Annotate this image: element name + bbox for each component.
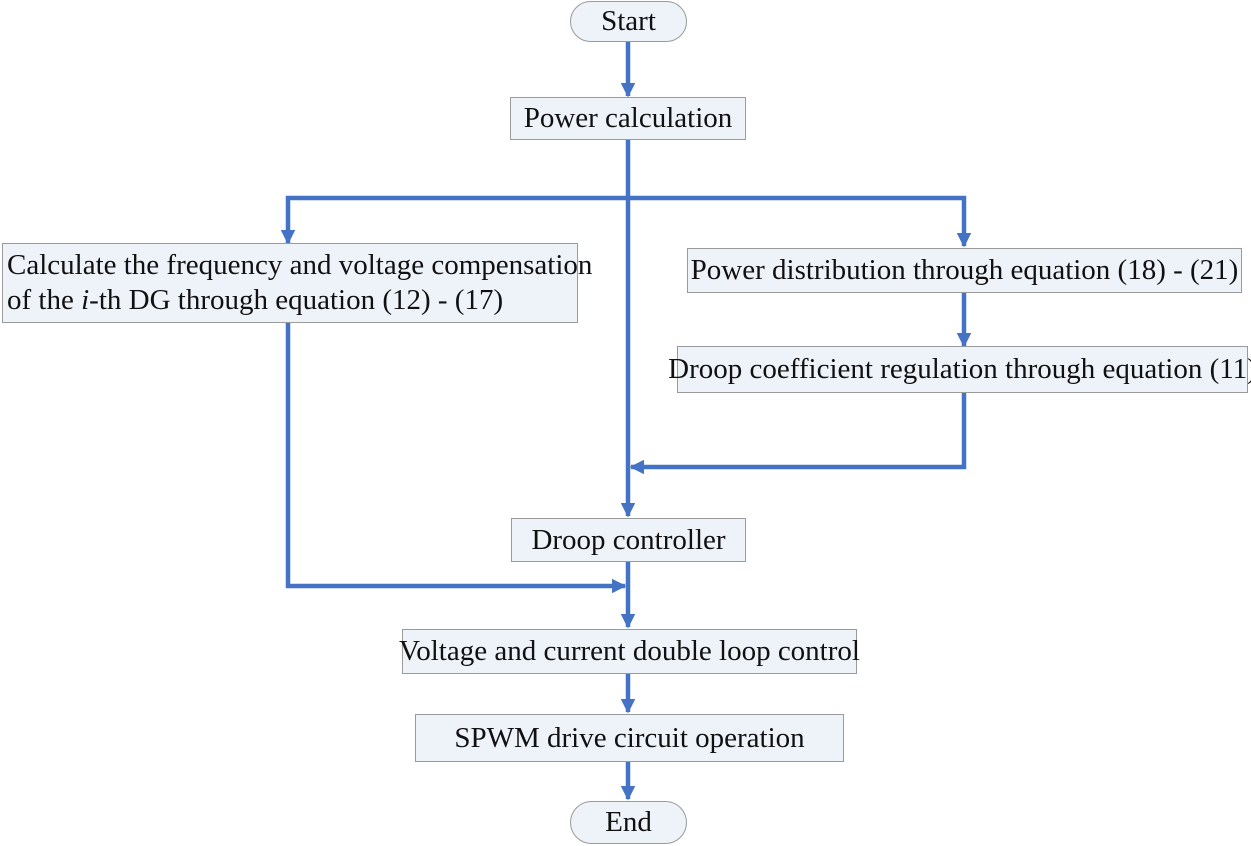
compensation-line-2: of the i-th DG through equation (12) - (… [7,283,503,318]
arrow-branch-to-power-distribution [628,195,972,248]
spwm-drive-box: SPWM drive circuit operation [415,714,844,762]
arrow-branch-to-compensation [280,195,628,245]
power-calculation-box: Power calculation [510,97,746,140]
droop-controller-box: Droop controller [511,518,746,562]
arrow-compensation-to-merge [285,323,627,594]
droop-regulation-box: Droop coefficient regulation through equ… [668,346,1251,393]
power-distribution-box: Power distribution through equation (18)… [687,248,1242,293]
compensation-box: Calculate the frequency and voltage comp… [2,243,592,323]
double-loop-control-box: Voltage and current double loop control [399,629,860,674]
start-node: Start [570,1,687,42]
compensation-line-1: Calculate the frequency and voltage comp… [7,249,593,282]
end-node: End [570,801,687,844]
compensation-line-2-italic: i [81,284,90,316]
arrow-droop-regulation-to-merge [629,393,967,475]
compensation-line-2-prefix: of the [7,284,82,316]
compensation-line-2-suffix: -th DG through equation (12) - (17) [89,284,504,316]
